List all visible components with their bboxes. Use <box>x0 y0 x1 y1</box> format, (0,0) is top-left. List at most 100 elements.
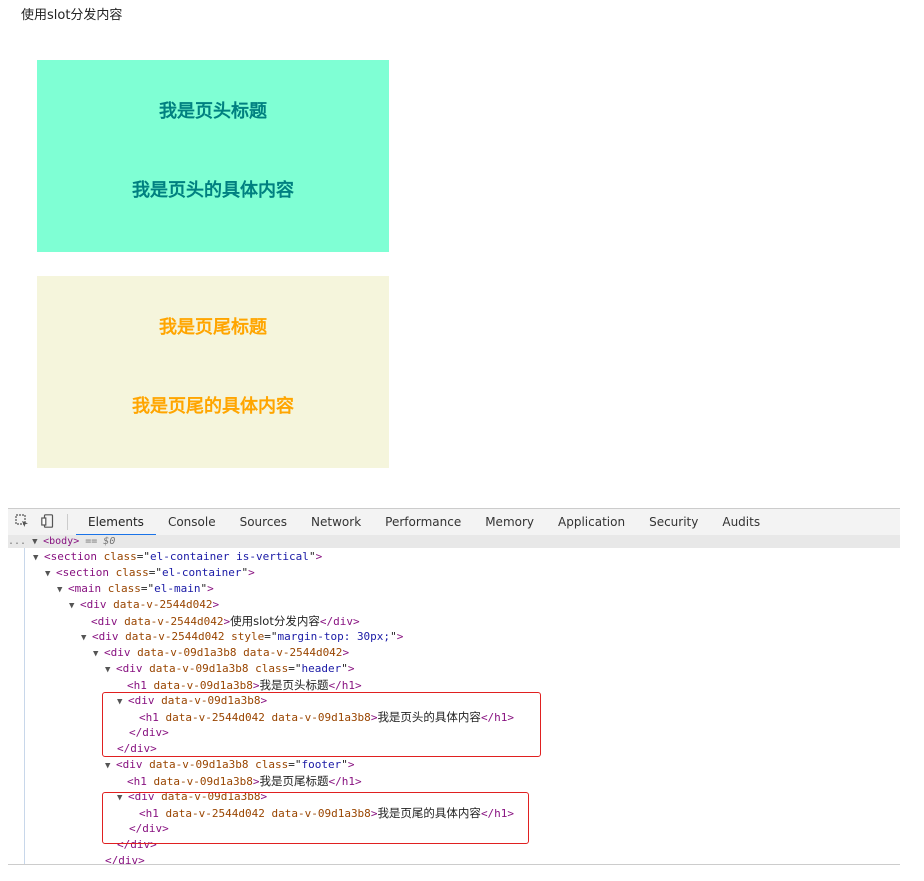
intro-text: 使用slot分发内容 <box>21 8 123 23</box>
node-tag-open: </div> <box>129 726 169 739</box>
dom-tree-node[interactable]: </div> <box>117 837 157 853</box>
footer-box: 我是页尾标题 我是页尾的具体内容 <box>37 276 389 468</box>
dom-tree-node[interactable]: </div> <box>117 741 157 757</box>
tab-memory[interactable]: Memory <box>485 515 535 529</box>
node-tag-close: > <box>212 598 220 611</box>
tab-sources[interactable]: Sources <box>239 515 288 529</box>
header-content: 我是页头的具体内容 <box>132 180 294 201</box>
node-tag-end: </h1> <box>328 679 362 692</box>
node-tag-close: > <box>396 630 404 643</box>
dom-tree-node[interactable]: </div> <box>105 853 145 869</box>
node-tag-open: <div <box>128 694 155 707</box>
node-attr-name: data-v-2544d042 <box>113 598 213 611</box>
device-toolbar-icon[interactable] <box>40 514 56 530</box>
node-attr-value: el-container is-vertical <box>149 550 309 563</box>
expand-arrow-icon[interactable]: ▼ <box>45 569 51 579</box>
dom-tree-node[interactable]: <h1 data-v-09d1a3b8>我是页尾标题</h1> <box>127 773 362 789</box>
footer-content: 我是页尾的具体内容 <box>132 396 294 417</box>
node-tag-end: </h1> <box>328 775 362 788</box>
devtools-tabs: Elements Console Sources Network Performance… <box>76 509 772 536</box>
expand-arrow-icon[interactable]: ▼ <box>33 553 39 563</box>
node-attr-name: data-v-09d1a3b8 <box>271 711 371 724</box>
tab-network[interactable]: Network <box>311 515 362 529</box>
node-tag-close: > <box>315 550 323 563</box>
node-tag-close: > <box>252 775 260 788</box>
node-attr-name: data-v-09d1a3b8 <box>161 694 261 707</box>
expand-arrow-icon[interactable]: ▼ <box>117 697 123 707</box>
node-attr-value: header <box>301 662 342 675</box>
node-tag-open: <section <box>44 550 97 563</box>
dom-tree-node[interactable]: <h1 data-v-09d1a3b8>我是页头标题</h1> <box>127 677 362 693</box>
tree-guide-line <box>24 548 25 864</box>
dom-tree-node[interactable]: ▼<div data-v-09d1a3b8 class="footer"> <box>105 757 354 773</box>
node-attr-value: footer <box>301 758 342 771</box>
node-attr-name: data-v-2544d042 <box>165 807 265 820</box>
expand-arrow-icon[interactable]: ▼ <box>93 649 99 659</box>
collapse-arrow-icon[interactable]: ▼ <box>32 537 38 547</box>
header-box: 我是页头标题 我是页头的具体内容 <box>37 60 389 252</box>
node-tag-open: <h1 <box>127 775 147 788</box>
highlight-footer-slot-box <box>102 792 529 844</box>
dom-tree-node[interactable]: ▼<div data-v-09d1a3b8> <box>117 789 267 805</box>
node-attr-name: data-v-2544d042 <box>165 711 265 724</box>
node-tag-end: </div> <box>319 615 360 628</box>
node-text-content: 我是页尾标题 <box>259 774 329 788</box>
node-tag-open: <main <box>68 582 102 595</box>
node-attr-name: data-v-2544d042 <box>124 615 224 628</box>
node-tag-open: </div> <box>105 854 145 867</box>
footer-title: 我是页尾标题 <box>159 317 267 338</box>
node-tag-open: <div <box>104 646 131 659</box>
expand-arrow-icon[interactable]: ▼ <box>105 761 111 771</box>
elements-breadcrumb[interactable]: ... ▼<body> == $0 <box>8 535 900 548</box>
node-tag-open: <h1 <box>127 679 147 692</box>
dom-tree-node[interactable]: <h1 data-v-2544d042 data-v-09d1a3b8>我是页头… <box>139 709 514 725</box>
node-attr-name: class <box>115 566 149 579</box>
dom-tree-node[interactable]: ▼<div data-v-09d1a3b8 data-v-2544d042> <box>93 645 349 661</box>
node-attr-value: el-container <box>161 566 242 579</box>
expand-arrow-icon[interactable]: ▼ <box>57 585 63 595</box>
breadcrumb-body-tag: <body> <box>43 536 80 547</box>
tab-application[interactable]: Application <box>558 515 626 529</box>
node-attr-name: data-v-09d1a3b8 <box>149 758 249 771</box>
node-attr-name: data-v-09d1a3b8 <box>153 679 253 692</box>
dom-tree-node[interactable]: ▼<div data-v-09d1a3b8 class="header"> <box>105 661 354 677</box>
node-tag-open: </div> <box>117 838 157 851</box>
node-text-content: 使用slot分发内容 <box>230 614 320 628</box>
dom-tree-node[interactable]: <h1 data-v-2544d042 data-v-09d1a3b8>我是页尾… <box>139 805 514 821</box>
dom-tree-node[interactable]: <div data-v-2544d042>使用slot分发内容</div> <box>91 613 360 629</box>
node-tag-open: <div <box>116 662 143 675</box>
node-tag-open: <div <box>92 630 119 643</box>
node-tag-open: <div <box>80 598 107 611</box>
node-tag-open: <div <box>116 758 143 771</box>
node-tag-close: > <box>342 646 350 659</box>
tab-performance[interactable]: Performance <box>385 515 462 529</box>
dom-tree-node[interactable]: </div> <box>129 725 169 741</box>
node-attr-name: class <box>103 550 137 563</box>
dom-tree-node[interactable]: ▼<div data-v-2544d042 style="margin-top:… <box>81 629 403 645</box>
tab-elements[interactable]: Elements <box>76 509 156 536</box>
dom-tree-node[interactable]: </div> <box>129 821 169 837</box>
tab-console[interactable]: Console <box>167 515 216 529</box>
expand-arrow-icon[interactable]: ▼ <box>117 793 123 803</box>
expand-arrow-icon[interactable]: ▼ <box>81 633 87 643</box>
dom-tree-node[interactable]: ▼<main class="el-main"> <box>57 581 214 597</box>
node-tag-open: <div <box>128 790 155 803</box>
node-tag-close: > <box>252 679 260 692</box>
expand-arrow-icon[interactable]: ▼ <box>105 665 111 675</box>
tab-security[interactable]: Security <box>649 515 699 529</box>
tab-audits[interactable]: Audits <box>722 515 761 529</box>
node-attr-name: class <box>255 758 289 771</box>
dom-tree-node[interactable]: ▼<section class="el-container"> <box>45 565 255 581</box>
dom-tree-node[interactable]: ▼ <div data-v-2544d042> <box>69 597 219 613</box>
dom-tree-node[interactable]: ▼<section class="el-container is-vertica… <box>33 549 322 565</box>
inspect-element-icon[interactable] <box>14 514 30 530</box>
node-attr-name: data-v-2544d042 <box>125 630 225 643</box>
node-tag-close: > <box>260 694 268 707</box>
toolbar-divider <box>67 514 68 530</box>
node-attr-name: data-v-09d1a3b8 <box>149 662 249 675</box>
expand-arrow-icon[interactable]: ▼ <box>69 601 75 611</box>
dom-tree-node[interactable]: ▼ <div data-v-09d1a3b8> <box>117 693 267 709</box>
node-text-content: 我是页头标题 <box>259 678 329 692</box>
node-tag-open: </div> <box>117 742 157 755</box>
node-attr-name: data-v-09d1a3b8 <box>153 775 253 788</box>
